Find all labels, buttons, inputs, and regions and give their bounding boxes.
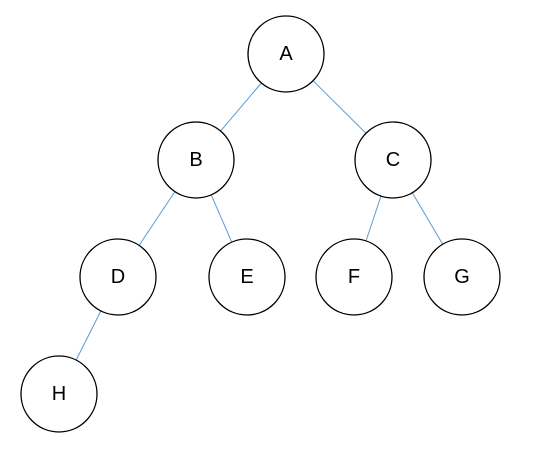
edges-layer [75,80,444,361]
node-label-e: E [240,266,253,288]
node-e: E [208,238,286,316]
edge-b-d [138,191,176,246]
node-label-f: F [348,266,360,288]
node-a: A [247,15,325,93]
nodes-layer: A B C D E F G H [20,15,501,433]
node-circle-c [354,121,432,199]
node-f: F [315,238,393,316]
edge-c-g [411,192,444,245]
node-label-h: H [52,383,66,405]
node-label-b: B [189,149,202,171]
node-b: B [157,121,235,199]
edge-c-f [365,195,382,242]
node-d: D [79,238,157,316]
node-h: H [20,355,98,433]
edge-a-b [220,82,262,132]
node-label-c: C [386,149,400,171]
node-label-g: G [454,266,470,288]
node-circle-b [157,121,235,199]
node-g: G [423,238,501,316]
edge-a-c [312,80,367,134]
node-circle-d [79,238,157,316]
node-label-a: A [279,43,293,65]
edge-d-h [75,310,102,361]
node-circle-e [208,238,286,316]
edge-b-e [210,194,233,243]
node-circle-a [247,15,325,93]
node-circle-h [20,355,98,433]
node-c: C [354,121,432,199]
node-circle-f [315,238,393,316]
node-circle-g [423,238,501,316]
node-label-d: D [111,266,125,288]
